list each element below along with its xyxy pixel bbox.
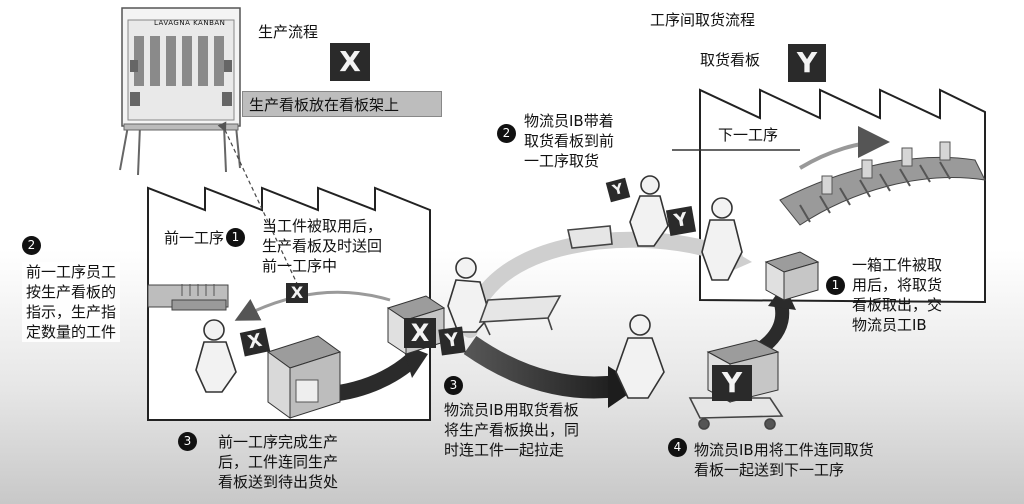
production-kanban-card-x: X [330, 43, 370, 81]
step-1-right-number: 1 [826, 276, 845, 295]
delivery-card-y: Y [712, 365, 752, 401]
conveyor [779, 126, 986, 226]
step-2-right-text: 物流员IB带着 取货看板到前 一工序取货 [524, 112, 615, 171]
step-2-right-number: 2 [497, 124, 516, 143]
worker-figures [195, 175, 743, 399]
step-3-middle-text: 物流员IB用取货看板 将生产看板换出，同 时连工件一起拉走 [444, 401, 580, 460]
step-3-left-number: 3 [178, 432, 197, 451]
step-2-left-text: 前一工序员工 按生产看板的 指示，生产指 定数量的工件 [22, 262, 121, 343]
machine [147, 284, 229, 311]
step-1-left-number: 1 [226, 228, 245, 247]
step-2-left-number: 2 [22, 236, 41, 255]
board-banner: 生产看板放在看板架上 [242, 91, 442, 117]
middle-dark-arrow [463, 335, 620, 399]
step-1-right-text: 一箱工件被取 用后，将取货 看板取出，交 物流员工IB [852, 256, 943, 335]
production-flow-label: 生产流程 [258, 23, 319, 41]
previous-process-label: 前一工序 [164, 229, 225, 247]
board-title: LAVAGNA KANBAN [154, 19, 226, 27]
interprocess-flow-label: 工序间取货流程 [650, 11, 756, 29]
step-4-middle-text: 物流员IB用将工件连同取货 看板一起送到下一工序 [694, 441, 874, 480]
step-1-left-text: 当工件被取用后， 生产看板及时送回 前一工序中 [262, 217, 383, 276]
returning-card-x: X [286, 283, 308, 303]
next-process-label: 下一工序 [718, 126, 779, 144]
kanban-board [119, 7, 241, 176]
box-card-x: X [404, 318, 436, 348]
step-3-middle-number: 3 [444, 376, 463, 395]
handover-card-y: Y [665, 205, 697, 237]
step-3-left-text: 前一工序完成生产 后，工件连同生产 看板送到待出货处 [218, 433, 339, 492]
pickup-kanban-card-y: Y [788, 44, 826, 82]
pickup-kanban-label: 取货看板 [700, 51, 761, 69]
exchange-card-y: Y [438, 326, 466, 356]
carts [478, 225, 784, 430]
step-4-middle-number: 4 [668, 438, 687, 457]
